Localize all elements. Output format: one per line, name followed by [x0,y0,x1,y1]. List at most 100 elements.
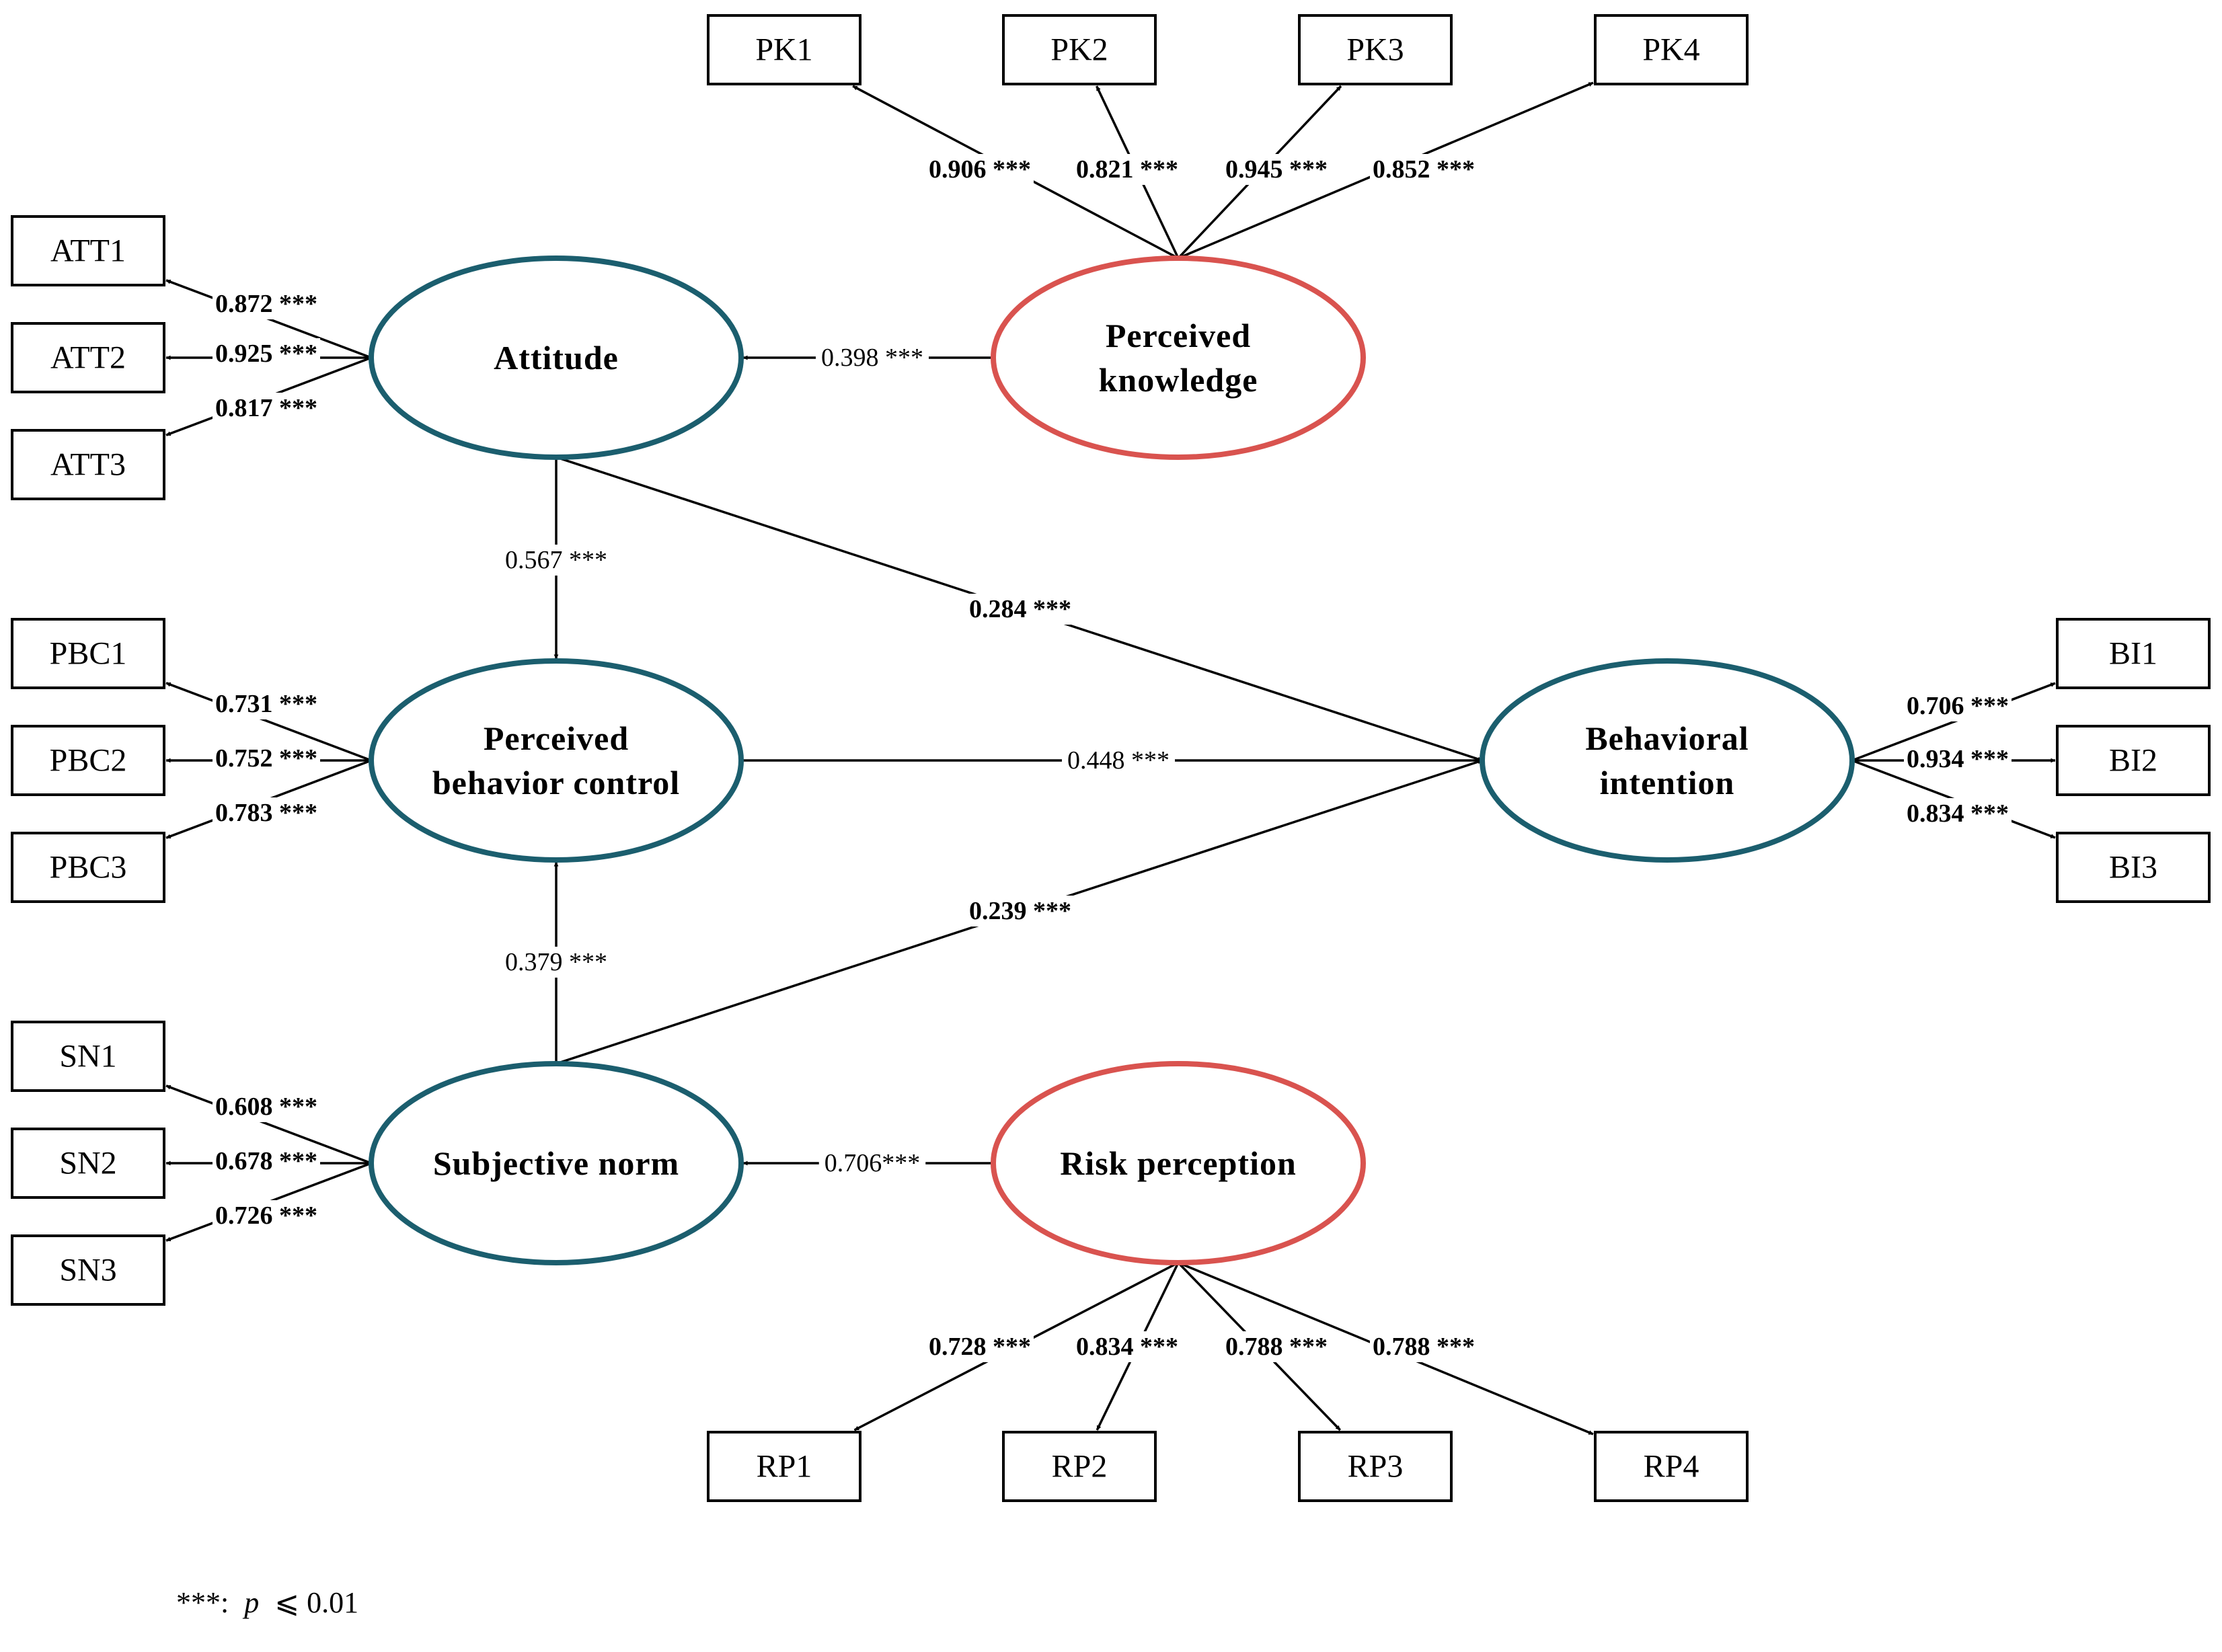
path-label-sn-to-bi-text: 0.239 *** [969,897,1071,925]
loading-label-ATT1-bg [213,288,320,319]
loading-line-SN1 [165,1085,372,1165]
indicator-PK4: PK4 [1594,14,1749,85]
path-label-rp-to-sn-bg [818,1148,926,1179]
loading-label-BI1-text: 0.706 *** [1907,692,2009,720]
path-label-pbc-to-bi-text: 0.448 *** [1067,746,1170,775]
loading-label-BI1-bg [1904,691,2012,721]
loading-label-BI1: 0.706 *** [1904,691,2012,721]
indicator-PBC3-label: PBC3 [50,850,127,886]
loading-label-PK1-bg [926,154,1034,185]
indicator-SN2: SN2 [11,1128,165,1199]
loading-label-SN2-text: 0.678 *** [215,1147,317,1175]
loading-label-RP2: 0.834 *** [1073,1331,1181,1362]
indicator-PK4-label: PK4 [1642,32,1699,68]
loading-label-BI2-text: 0.934 *** [1907,745,2009,773]
indicator-PBC3-box [11,832,165,903]
loading-label-PBC2-text: 0.752 *** [215,744,317,773]
path-label-pk-to-attitude: 0.398 *** [816,342,929,373]
indicator-ATT2-label: ATT2 [50,340,126,376]
loading-label-PK3-text: 0.945 *** [1225,155,1328,184]
loading-line-PBC1 [165,682,372,762]
indicator-PK4-box [1594,14,1749,85]
indicator-BI2: BI2 [2056,725,2211,796]
loading-label-PBC2: 0.752 *** [213,743,320,774]
indicator-BI1-label: BI1 [2109,636,2157,672]
indicator-ATT2-box [11,322,165,393]
indicator-SN3: SN3 [11,1234,165,1306]
construct-bi-ellipse [1480,658,1855,863]
indicator-SN1-label: SN1 [59,1039,116,1074]
edge-labels-layer: 0.906 ***0.821 ***0.945 ***0.852 ***0.87… [213,154,2012,1362]
construct-bi-label: Behavioral [1585,719,1749,757]
construct-pbc-ellipse [369,658,744,863]
loading-label-SN2-bg [213,1146,320,1177]
path-label-rp-to-sn: 0.706*** [818,1148,926,1179]
path-label-rp-to-sn-text: 0.706*** [825,1149,921,1177]
indicator-SN1: SN1 [11,1021,165,1092]
significance-threshold: ⩽ 0.01 [274,1586,358,1619]
loading-label-PBC1-bg [213,689,320,719]
loading-label-ATT1-text: 0.872 *** [215,290,317,318]
path-label-sn-to-bi-bg [964,896,1077,927]
loading-label-PBC3-bg [213,797,320,828]
indicator-RP3-label: RP3 [1348,1449,1404,1485]
loading-label-ATT1: 0.872 *** [213,288,320,319]
path-label-sn-to-pbc-text: 0.379 *** [505,948,607,976]
indicator-ATT3-box [11,429,165,500]
construct-rp: Risk perception [991,1061,1366,1265]
loading-label-RP3-text: 0.788 *** [1225,1333,1328,1361]
significance-p: p [242,1586,259,1619]
significance-stars: ***: [176,1586,229,1619]
indicator-BI2-box [2056,725,2211,796]
loading-label-PBC2-bg [213,743,320,774]
construct-pbc-label: behavior control [432,764,680,801]
path-label-pbc-to-bi-bg [1062,745,1175,776]
indicator-ATT3-label: ATT3 [50,447,126,483]
construct-sn: Subjective norm [369,1061,744,1265]
loading-label-SN1-bg [213,1091,320,1122]
path-label-pk-to-attitude-text: 0.398 *** [821,344,923,372]
loading-label-BI2: 0.934 *** [1904,744,2012,775]
loading-label-PK1-text: 0.906 *** [929,155,1031,184]
indicator-RP4: RP4 [1594,1431,1749,1502]
loading-label-PK1: 0.906 *** [926,154,1034,185]
path-label-attitude-to-bi-text: 0.284 *** [969,595,1071,623]
indicator-PK1-box [707,14,861,85]
indicator-SN2-box [11,1128,165,1199]
loading-label-PBC1: 0.731 *** [213,689,320,719]
loading-label-ATT3-bg [213,393,320,424]
loading-label-ATT3: 0.817 *** [213,393,320,424]
path-label-attitude-to-bi-bg [964,594,1077,625]
indicator-RP2-box [1002,1431,1157,1502]
indicator-RP4-label: RP4 [1644,1449,1699,1485]
loading-label-PK2-text: 0.821 *** [1076,155,1178,184]
construct-pk-label: Perceived [1106,317,1251,354]
construct-sn-label: Subjective norm [433,1144,679,1182]
indicator-BI2-label: BI2 [2109,743,2157,779]
indicator-RP2-label: RP2 [1052,1449,1108,1485]
loading-label-RP2-bg [1073,1331,1181,1362]
construct-rp-ellipse [991,1061,1366,1265]
loading-label-RP1: 0.728 *** [926,1331,1034,1362]
loading-label-RP4-bg [1370,1331,1478,1362]
loading-label-PK3: 0.945 *** [1223,154,1330,185]
loading-label-PBC3-text: 0.783 *** [215,799,317,827]
path-label-attitude-to-pbc-text: 0.567 *** [505,546,607,574]
indicator-BI1: BI1 [2056,618,2211,689]
loading-label-ATT2-text: 0.925 *** [215,340,317,368]
construct-attitude-label: Attitude [494,339,619,377]
loading-label-SN1: 0.608 *** [213,1091,320,1122]
indicator-RP3: RP3 [1298,1431,1453,1502]
loading-label-RP4-text: 0.788 *** [1373,1333,1475,1361]
indicator-PK3: PK3 [1298,14,1453,85]
loading-label-PK2-bg [1073,154,1181,185]
indicator-PK2-label: PK2 [1050,32,1108,68]
indicator-RP1: RP1 [707,1431,861,1502]
indicator-ATT3: ATT3 [11,429,165,500]
loading-line-BI1 [1851,682,2056,762]
indicator-PK3-box [1298,14,1453,85]
indicator-RP2: RP2 [1002,1431,1157,1502]
indicator-RP3-box [1298,1431,1453,1502]
